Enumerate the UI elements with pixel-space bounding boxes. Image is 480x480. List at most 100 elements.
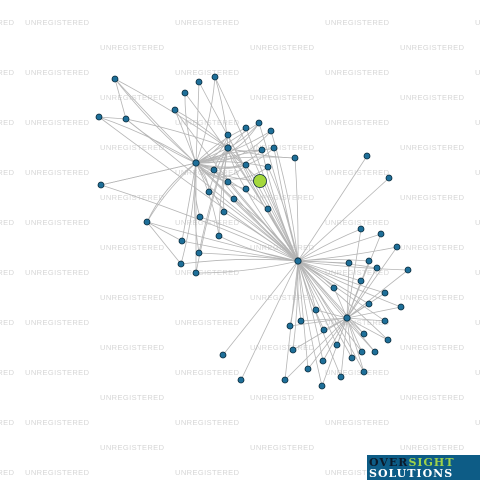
network-edge — [297, 260, 323, 387]
hub-node[interactable] — [294, 257, 302, 265]
network-node[interactable] — [297, 317, 305, 325]
watermark-text: UNREGISTERED — [325, 418, 390, 427]
watermark-text: UNREGISTERED — [0, 218, 15, 227]
network-node[interactable] — [264, 205, 272, 213]
network-node[interactable] — [286, 322, 294, 330]
network-node[interactable] — [371, 348, 379, 356]
network-node[interactable] — [348, 354, 356, 362]
watermark-text: UNREGISTERED — [325, 68, 390, 77]
network-node[interactable] — [264, 163, 272, 171]
network-edge — [321, 317, 348, 387]
network-node[interactable] — [320, 326, 328, 334]
hub-node[interactable] — [224, 144, 232, 152]
network-node[interactable] — [267, 127, 275, 135]
watermark-text: UNREGISTERED — [0, 468, 15, 477]
watermark-text: UNREGISTERED — [400, 143, 465, 152]
network-node[interactable] — [358, 348, 366, 356]
watermark-text: UNREGISTERED — [250, 343, 315, 352]
hub-node[interactable] — [192, 159, 200, 167]
network-node[interactable] — [143, 218, 151, 226]
watermark-text: UNREGISTERED — [400, 93, 465, 102]
network-node[interactable] — [224, 178, 232, 186]
network-node[interactable] — [397, 303, 405, 311]
network-node[interactable] — [242, 185, 250, 193]
network-node[interactable] — [196, 213, 204, 221]
network-node[interactable] — [289, 346, 297, 354]
focus-node[interactable] — [253, 174, 267, 188]
network-edge — [273, 147, 299, 262]
watermark-text: UNREGISTERED — [25, 118, 90, 127]
network-edge — [240, 260, 299, 381]
network-edge — [297, 260, 362, 282]
network-node[interactable] — [393, 243, 401, 251]
network-node[interactable] — [330, 284, 338, 292]
network-node[interactable] — [360, 368, 368, 376]
watermark-text: UNREGISTERED — [325, 168, 390, 177]
network-node[interactable] — [171, 106, 179, 114]
network-node[interactable] — [205, 188, 213, 196]
network-node[interactable] — [304, 365, 312, 373]
network-edge — [114, 78, 127, 120]
network-edge — [346, 262, 350, 319]
network-node[interactable] — [192, 269, 200, 277]
network-node[interactable] — [95, 113, 103, 121]
network-node[interactable] — [97, 181, 105, 189]
network-node[interactable] — [357, 277, 365, 285]
watermark-text: UNREGISTERED — [25, 18, 90, 27]
network-node[interactable] — [377, 230, 385, 238]
network-node[interactable] — [385, 174, 393, 182]
network-node[interactable] — [177, 260, 185, 268]
network-node[interactable] — [381, 289, 389, 297]
network-node[interactable] — [404, 266, 412, 274]
network-node[interactable] — [319, 357, 327, 365]
network-node[interactable] — [291, 154, 299, 162]
hub-node[interactable] — [343, 314, 351, 322]
network-node[interactable] — [178, 237, 186, 245]
network-node[interactable] — [210, 166, 218, 174]
network-node[interactable] — [181, 89, 189, 97]
network-node[interactable] — [363, 152, 371, 160]
network-node[interactable] — [195, 249, 203, 257]
network-node[interactable] — [122, 115, 130, 123]
network-edge — [297, 260, 402, 308]
network-node[interactable] — [365, 257, 373, 265]
network-node[interactable] — [360, 330, 368, 338]
watermark-text: UNREGISTERED — [0, 418, 15, 427]
network-edge — [261, 149, 299, 262]
network-node[interactable] — [318, 382, 326, 390]
network-node[interactable] — [345, 259, 353, 267]
network-node[interactable] — [258, 146, 266, 154]
network-edge — [227, 147, 299, 262]
watermark-text: UNREGISTERED — [475, 318, 480, 327]
network-node[interactable] — [230, 195, 238, 203]
network-node[interactable] — [219, 351, 227, 359]
network-node[interactable] — [255, 119, 263, 127]
watermark-text: UNREGISTERED — [100, 343, 165, 352]
network-node[interactable] — [242, 124, 250, 132]
watermark-text: UNREGISTERED — [250, 393, 315, 402]
network-node[interactable] — [384, 336, 392, 344]
network-node[interactable] — [333, 341, 341, 349]
watermark-text: UNREGISTERED — [25, 68, 90, 77]
network-node[interactable] — [357, 225, 365, 233]
network-node[interactable] — [337, 373, 345, 381]
network-node[interactable] — [281, 376, 289, 384]
network-node[interactable] — [195, 78, 203, 86]
network-node[interactable] — [373, 264, 381, 272]
network-edge — [195, 162, 299, 262]
network-node[interactable] — [111, 75, 119, 83]
network-node[interactable] — [211, 73, 219, 81]
network-node[interactable] — [237, 376, 245, 384]
network-node[interactable] — [242, 161, 250, 169]
network-node[interactable] — [270, 144, 278, 152]
network-node[interactable] — [365, 300, 373, 308]
network-node[interactable] — [312, 306, 320, 314]
watermark-text: UNREGISTERED — [175, 468, 240, 477]
network-node[interactable] — [215, 232, 223, 240]
watermark-text: UNREGISTERED — [250, 293, 315, 302]
network-edge — [233, 198, 299, 262]
network-node[interactable] — [220, 208, 228, 216]
network-node[interactable] — [224, 131, 232, 139]
watermark-text: UNREGISTERED — [100, 443, 165, 452]
network-node[interactable] — [381, 317, 389, 325]
